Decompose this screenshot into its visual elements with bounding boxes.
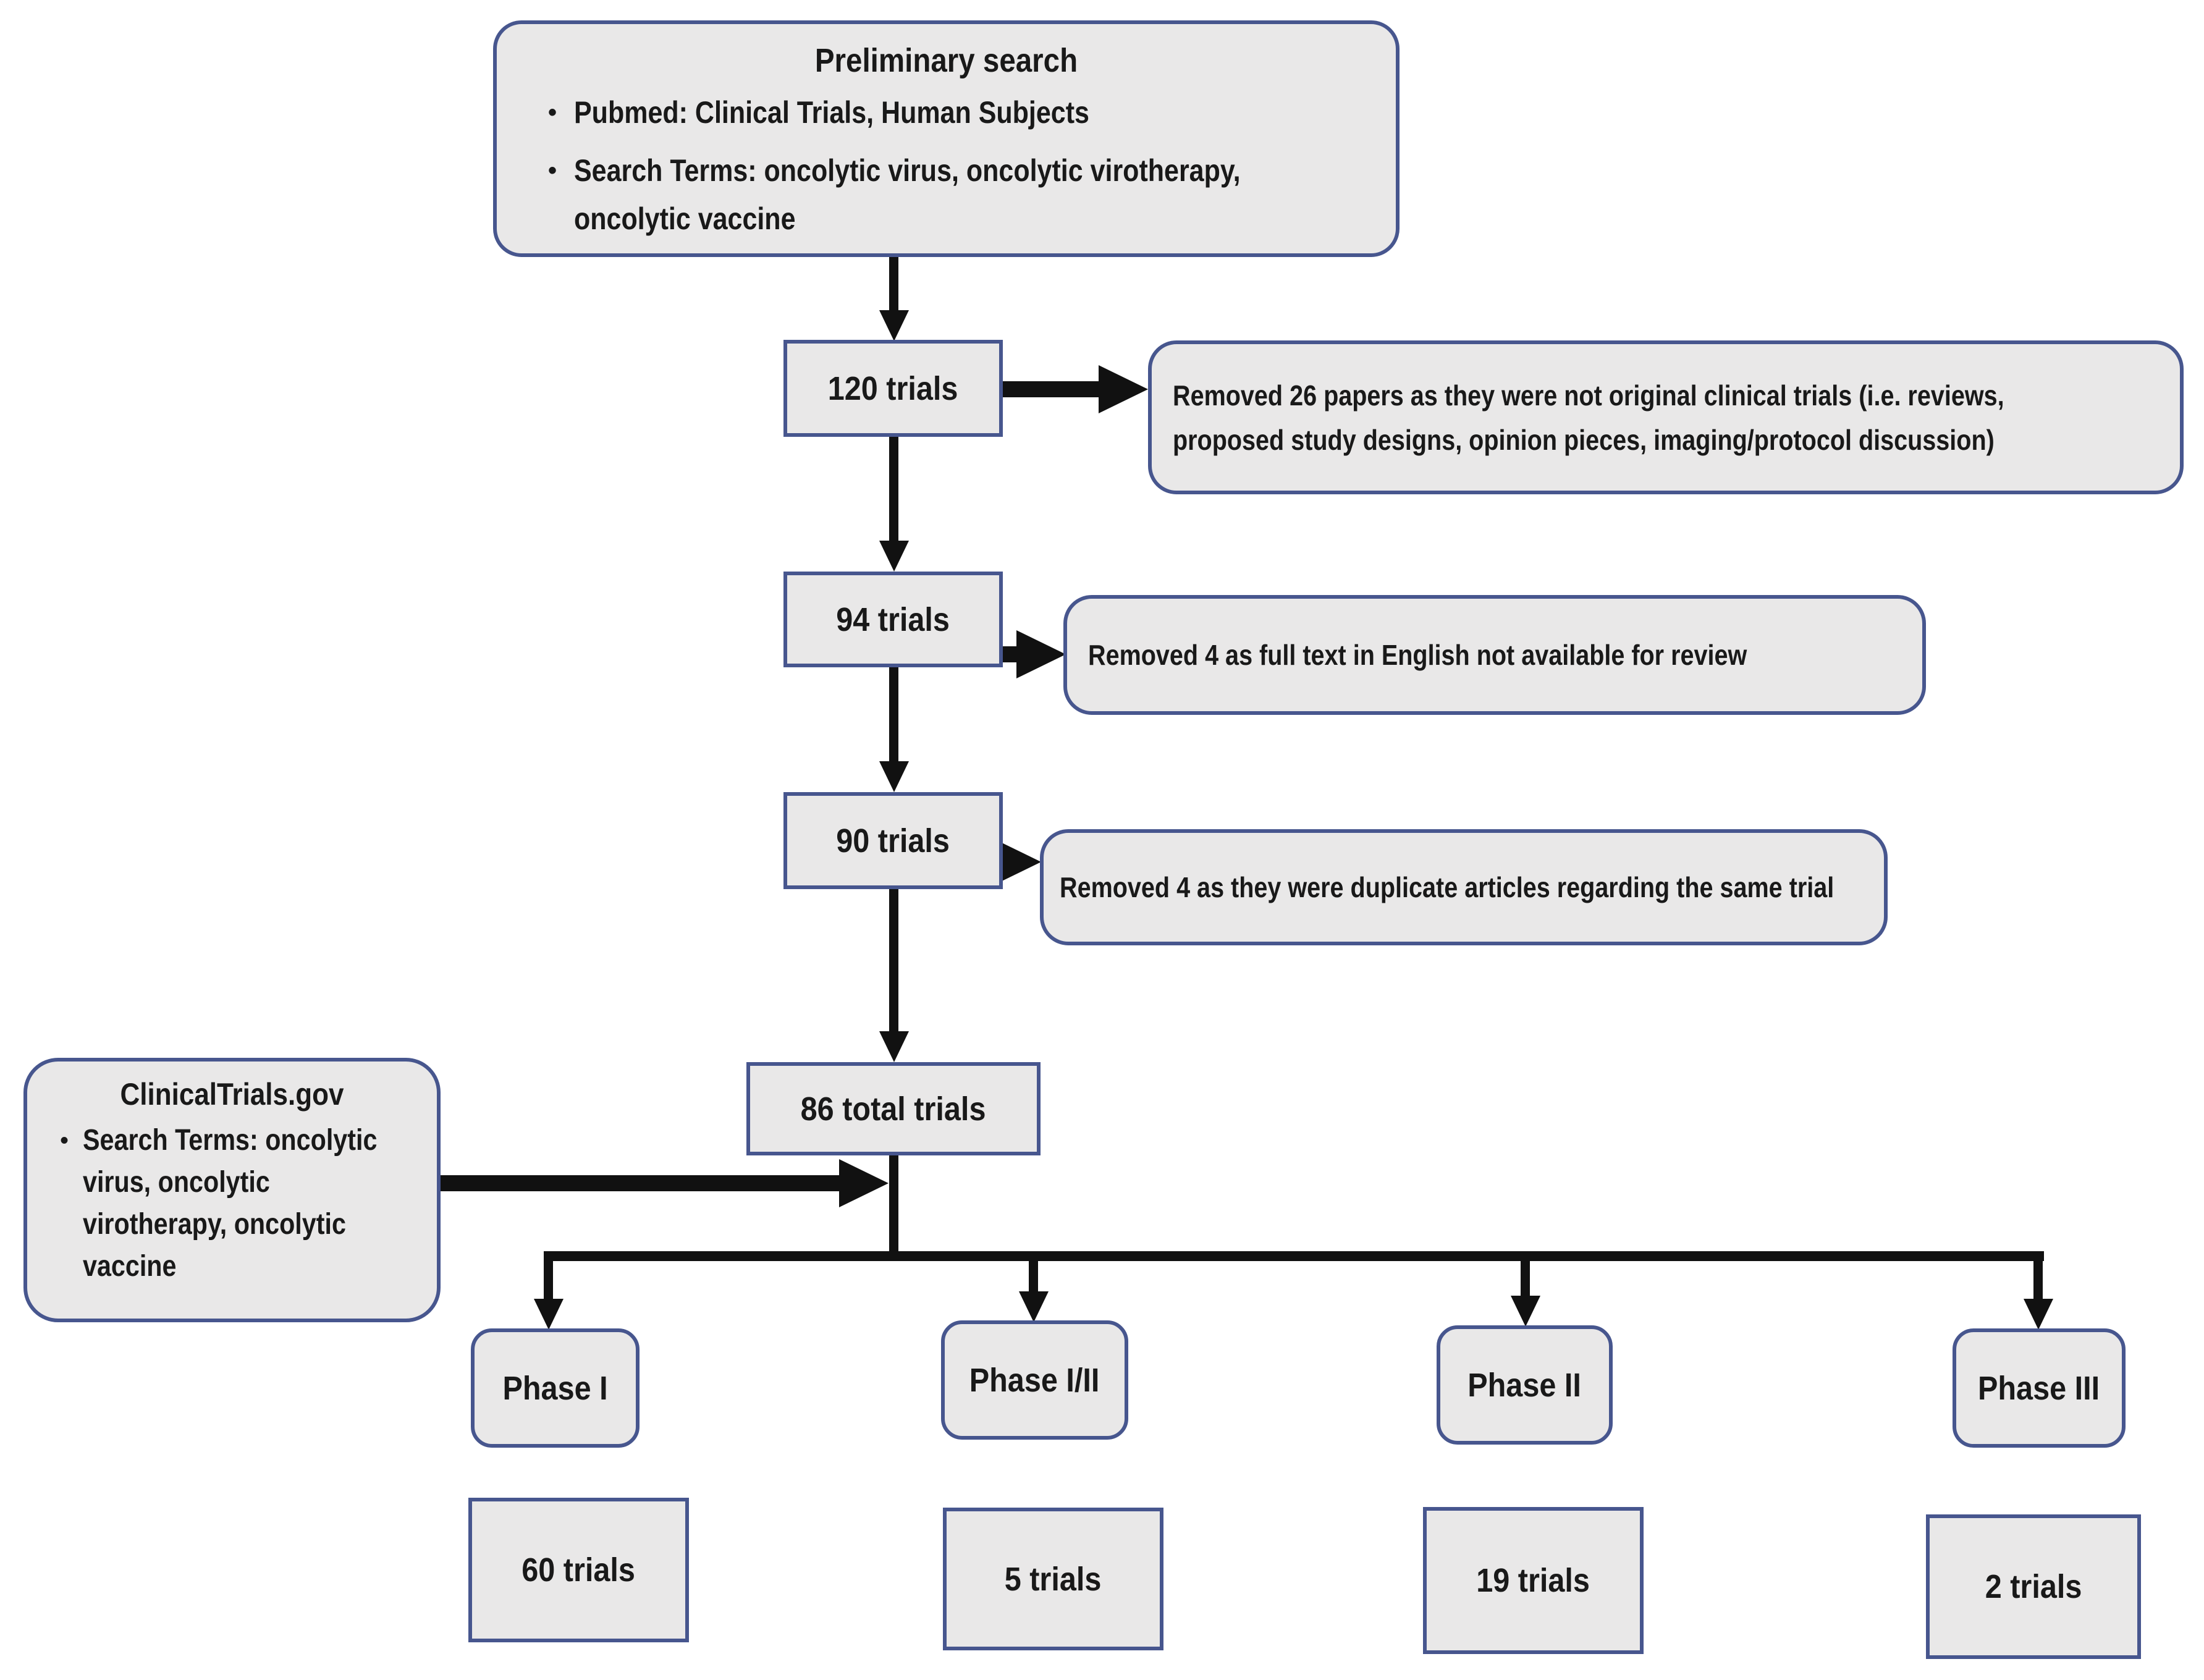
- pubmed-bullet-text: Pubmed: Clinical Trials, Human Subjects: [574, 95, 1089, 130]
- annotation-box-removed-4-duplicates: Removed 4 as they were duplicate article…: [1040, 829, 1888, 945]
- trials-count-label: 19 trials: [1476, 1562, 1590, 1599]
- arrowhead-down-icon: [879, 761, 909, 792]
- phase-label: Phase II: [1467, 1366, 1582, 1404]
- arrow-shaft: [889, 436, 898, 541]
- annotation-box-removed-4-english: Removed 4 as full text in English not av…: [1063, 595, 1926, 715]
- connector-86-to-branch: [889, 1154, 898, 1260]
- arrow-shaft: [1029, 1257, 1038, 1293]
- annotation-line: Removed 4 as full text in English not av…: [1088, 639, 1747, 671]
- clinicaltrials-gov-title: ClinicalTrials.gov: [120, 1077, 344, 1112]
- arrowhead-down-icon: [1511, 1296, 1540, 1327]
- arrow-shaft: [1521, 1257, 1530, 1296]
- arrowhead-right-icon: [839, 1159, 889, 1207]
- trials-box-5: 5 trials: [943, 1508, 1163, 1650]
- annotation-box-removed-26: Removed 26 papers as they were not origi…: [1148, 340, 2184, 494]
- side-search-terms-line1: Search Terms: oncolytic: [83, 1124, 378, 1157]
- search-terms-line1: Search Terms: oncolytic virus, oncolytic…: [574, 153, 1241, 188]
- trials-box-60: 60 trials: [468, 1498, 689, 1642]
- annotation-line: Removed 4 as they were duplicate article…: [1060, 871, 1835, 903]
- preliminary-search-box: Preliminary search • Pubmed: Clinical Tr…: [493, 20, 1400, 257]
- bullet-icon: •: [547, 157, 557, 184]
- trials-count-label: 2 trials: [1985, 1568, 2082, 1605]
- side-search-terms-line4: vaccine: [83, 1250, 177, 1283]
- trials-box-19: 19 trials: [1423, 1507, 1644, 1654]
- arrow-shaft: [544, 1257, 553, 1299]
- trials-count-label: 60 trials: [521, 1551, 636, 1589]
- trials-count-label: 5 trials: [1005, 1560, 1102, 1598]
- search-terms-line2: oncolytic vaccine: [574, 201, 796, 236]
- flow-box-120-trials: 120 trials: [783, 340, 1003, 437]
- annotation-line: Removed 26 papers as they were not origi…: [1173, 379, 2004, 412]
- arrowhead-down-icon: [879, 310, 909, 341]
- phase-label: Phase I/II: [969, 1361, 1100, 1399]
- arrowhead-down-icon: [534, 1299, 564, 1330]
- annotation-line: proposed study designs, opinion pieces, …: [1173, 423, 1995, 456]
- flow-box-label: 94 trials: [836, 601, 950, 638]
- flow-box-label: 120 trials: [828, 369, 958, 407]
- bullet-icon: •: [547, 99, 557, 126]
- arrow-shaft: [2033, 1257, 2043, 1299]
- arrow-shaft: [889, 666, 898, 761]
- arrow-shaft: [439, 1175, 840, 1191]
- arrowhead-down-icon: [1019, 1291, 1049, 1322]
- flow-box-label: 86 total trials: [801, 1090, 986, 1128]
- phase-box-phase-iii: Phase III: [1953, 1328, 2126, 1448]
- trials-box-2: 2 trials: [1926, 1514, 2141, 1659]
- clinicaltrials-gov-box: ClinicalTrials.gov • Search Terms: oncol…: [23, 1058, 441, 1322]
- arrow-shaft: [889, 257, 898, 310]
- arrowhead-right-icon: [1099, 365, 1148, 413]
- side-search-terms-line2: virus, oncolytic: [83, 1166, 270, 1199]
- preliminary-search-title: Preliminary search: [814, 42, 1078, 79]
- phase-box-phase-ii: Phase II: [1437, 1325, 1613, 1445]
- arrow-shaft: [1001, 381, 1100, 397]
- arrowhead-down-icon: [879, 1031, 909, 1062]
- phase-label: Phase III: [1978, 1369, 2100, 1407]
- branch-line: [544, 1251, 2044, 1261]
- flow-box-90-trials: 90 trials: [783, 792, 1003, 889]
- bullet-icon: •: [60, 1128, 69, 1154]
- arrowhead-down-icon: [879, 541, 909, 572]
- phase-box-phase-i: Phase I: [471, 1328, 640, 1448]
- side-search-terms-line3: virotherapy, oncolytic: [83, 1208, 346, 1241]
- arrow-shaft: [889, 888, 898, 1031]
- phase-box-phase-i-ii: Phase I/II: [941, 1320, 1128, 1440]
- arrowhead-right-icon: [1016, 630, 1066, 678]
- phase-label: Phase I: [502, 1369, 608, 1407]
- flow-box-86-total-trials: 86 total trials: [746, 1062, 1041, 1155]
- arrowhead-down-icon: [2024, 1299, 2053, 1330]
- flow-box-94-trials: 94 trials: [783, 572, 1003, 667]
- flow-box-label: 90 trials: [836, 822, 950, 859]
